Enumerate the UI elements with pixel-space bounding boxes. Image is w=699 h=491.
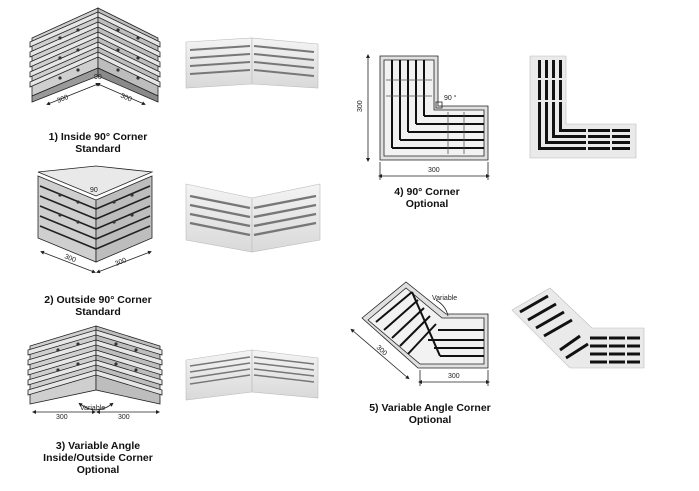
caption-plan-variable-angle-corner: 5) Variable Angle Corner Optional bbox=[369, 402, 491, 426]
dim-300-horizontal-4: 300 bbox=[428, 167, 440, 174]
caption-inside-90-corner: 1) Inside 90° Corner Standard bbox=[48, 131, 148, 155]
dim-300-horizontal-5: 300 bbox=[448, 373, 460, 380]
dim-90-4: 90 ° bbox=[444, 94, 457, 102]
dim-300-left-3: 300 bbox=[56, 414, 68, 421]
plan-variable-angle-corner-drawing bbox=[350, 281, 490, 386]
dim-300-right: 300 bbox=[119, 92, 133, 103]
dim-300-left-2: 300 bbox=[63, 253, 77, 264]
caption-variable-angle-inside-outside: 3) Variable Angle Inside/Outside Corner … bbox=[43, 440, 153, 476]
inside-90-corner-photo bbox=[185, 37, 319, 89]
caption-plan-90-corner: 4) 90° Corner Optional bbox=[394, 186, 460, 210]
dim-300-right-3: 300 bbox=[118, 414, 130, 421]
variable-label-5: Variable bbox=[432, 295, 457, 302]
dim-90-2: 90 bbox=[90, 187, 98, 194]
outside-90-corner-photo bbox=[185, 183, 321, 253]
inside-90-corner-drawing bbox=[29, 7, 161, 106]
dim-90: 90 bbox=[94, 74, 102, 81]
plan-90-corner-drawing bbox=[366, 54, 490, 180]
outside-90-corner-drawing bbox=[37, 165, 154, 274]
caption-outside-90-corner: 2) Outside 90° Corner Standard bbox=[44, 294, 152, 318]
dim-300-vertical-4: 300 bbox=[357, 100, 364, 112]
dim-300-left: 300 bbox=[56, 94, 70, 105]
variable-angle-corner-photo bbox=[185, 349, 319, 401]
dim-300-diagonal-5: 300 bbox=[375, 344, 388, 357]
plan-90-corner-photo bbox=[529, 55, 637, 159]
variable-angle-corner-drawing bbox=[27, 325, 163, 414]
plan-variable-angle-corner-photo bbox=[511, 287, 645, 369]
variable-label-3: Variable bbox=[80, 405, 105, 412]
dim-300-right-2: 300 bbox=[114, 257, 128, 268]
